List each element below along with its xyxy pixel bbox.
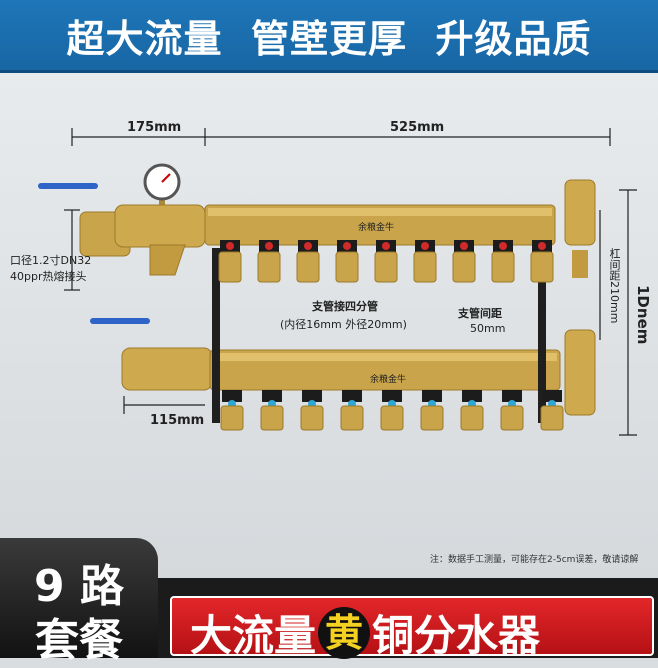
red-indicator-icon <box>538 242 546 250</box>
valve-handle-top-icon <box>38 183 98 189</box>
top-banner: 超大流量 管壁更厚 升级品质 <box>0 0 658 73</box>
inlet-label-1: 口径1.2寸DN32 <box>10 254 92 267</box>
bottom-outlet-valve <box>342 390 362 402</box>
top-outlet-fitting <box>335 251 359 283</box>
red-indicator-icon <box>304 242 312 250</box>
bottom-outlet-valve <box>262 390 282 402</box>
bottom-outlet-valve <box>382 390 402 402</box>
red-indicator-icon <box>265 242 273 250</box>
bottom-outlet-fitting <box>420 405 444 431</box>
top-outlet-fitting <box>257 251 281 283</box>
bottom-outlet-fitting <box>380 405 404 431</box>
bottom-outlet-valve <box>462 390 482 402</box>
top-outlet-fitting <box>452 251 476 283</box>
branch-detail: (内径16mm 外径20mm) <box>280 318 407 331</box>
top-outlet-fitting <box>374 251 398 283</box>
red-indicator-icon <box>382 242 390 250</box>
valve-handle-bottom-icon <box>90 318 150 324</box>
product-photo <box>0 73 658 578</box>
product-title-circle: 黄 <box>318 606 371 659</box>
branch-title: 支管接四分管 <box>312 300 378 313</box>
top-outlet-fitting <box>296 251 320 283</box>
bottom-outlet-fitting <box>540 405 564 431</box>
product-title-before: 大流量 <box>190 611 317 660</box>
bottom-outlet-valve <box>542 390 562 402</box>
combo-line-2: 套餐 <box>35 615 123 666</box>
red-indicator-icon <box>460 242 468 250</box>
product-title-after: 铜分水器 <box>372 611 541 660</box>
measurement-note: 注：数据手工测量，可能存在2-5cm误差，敬请谅解 <box>430 555 639 565</box>
red-indicator-icon <box>343 242 351 250</box>
red-indicator-icon <box>499 242 507 250</box>
bottom-outlet-fitting <box>260 405 284 431</box>
dim-bottom-length: 115mm <box>150 413 205 428</box>
bottom-outlet-valve <box>222 390 242 402</box>
banner-text: 超大流量 管壁更厚 升级品质 <box>66 17 592 61</box>
bottom-outlet-fitting <box>340 405 364 431</box>
product-title-bar: 大流量 黄 铜分水器 <box>170 596 654 660</box>
bottom-outlet-valve <box>302 390 322 402</box>
dim-bar-spacing: 杠间距210mm <box>608 248 621 324</box>
bottom-outlet-fitting <box>300 405 324 431</box>
combo-line-1: 9 路 <box>34 561 124 612</box>
bottom-outlet-fitting <box>220 405 244 431</box>
brand-top: 余粮金牛 <box>358 223 395 233</box>
top-outlet-fitting <box>413 251 437 283</box>
dim-right-length: 525mm <box>390 120 445 135</box>
top-outlet-fitting <box>491 251 515 283</box>
brand-bottom: 余粮金牛 <box>370 375 407 385</box>
top-outlet-fitting <box>530 251 554 283</box>
red-indicator-icon <box>421 242 429 250</box>
red-indicator-icon <box>226 242 234 250</box>
spacing-title: 支管间距 <box>458 307 502 320</box>
bottom-outlet-valve <box>502 390 522 402</box>
bottom-outlet-fitting <box>500 405 524 431</box>
inlet-label-2: 40ppr热熔接头 <box>10 270 87 283</box>
top-outlet-fitting <box>218 251 242 283</box>
bottom-outlet-fitting <box>460 405 484 431</box>
combo-badge: 9 路 套餐 <box>0 538 158 666</box>
dim-left-length: 175mm <box>127 120 182 135</box>
spacing-value: 50mm <box>470 322 506 335</box>
bottom-outlet-valve <box>422 390 442 402</box>
dim-height: 1Dnem <box>634 285 652 345</box>
